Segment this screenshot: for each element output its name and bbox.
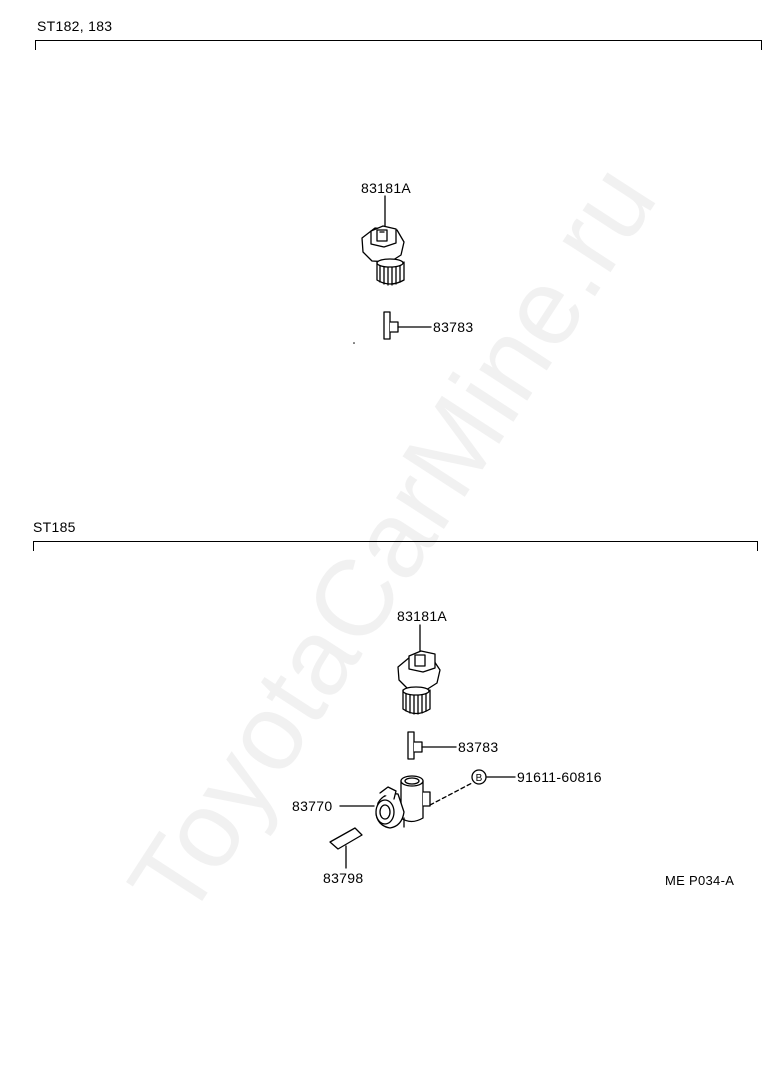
section-title-st185: ST185	[33, 519, 76, 535]
part-label-83770[interactable]: 83770	[292, 798, 333, 814]
diagram-code: ME P034-A	[665, 873, 735, 888]
part-label-91611-60816[interactable]: 91611-60816	[517, 769, 602, 785]
section-bracket-1	[35, 40, 762, 50]
oil-pressure-sender-top[interactable]	[361, 195, 405, 286]
part-label-83181a-top[interactable]: 83181A	[361, 180, 412, 196]
oil-pressure-sender-bottom[interactable]	[397, 624, 441, 715]
union-83770[interactable]	[339, 775, 431, 829]
part-label-83783-bottom[interactable]: 83783	[458, 739, 499, 755]
part-label-83181a-bottom[interactable]: 83181A	[397, 608, 448, 624]
part-label-83798[interactable]: 83798	[323, 870, 364, 886]
bolt-marker-letter: B	[476, 773, 483, 784]
section-bracket-2	[33, 541, 758, 551]
part-label-83783-top[interactable]: 83783	[433, 319, 474, 335]
bracket-83798[interactable]	[329, 827, 363, 869]
section-title-st182-183: ST182, 183	[37, 18, 113, 34]
bolt-91611-60816[interactable]	[429, 769, 516, 806]
clip-83783-top[interactable]	[383, 311, 432, 340]
clip-83783-bottom[interactable]	[407, 731, 457, 760]
stray-dot	[353, 342, 355, 344]
